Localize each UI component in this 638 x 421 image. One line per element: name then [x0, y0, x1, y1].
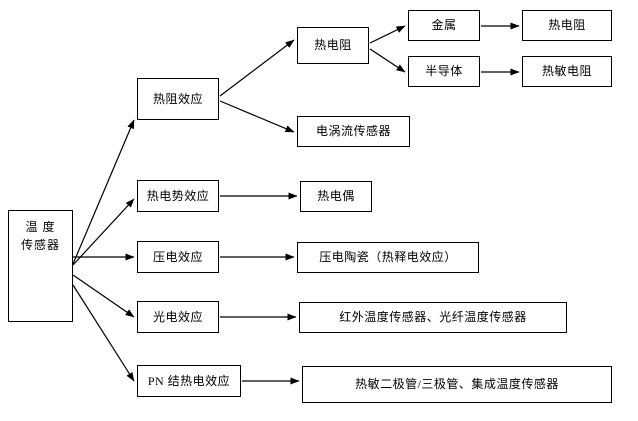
node-label: 热敏二极管/三极管、集成温度传感器 [355, 377, 559, 392]
node-photoelectric-effect[interactable]: 光电效应 [137, 301, 219, 333]
root-label-line2: 传感器 [20, 238, 60, 252]
node-pn-junction-sensors[interactable]: 热敏二极管/三极管、集成温度传感器 [302, 366, 612, 403]
edge-rtd-to-semiconductor [369, 48, 406, 73]
edge-root-to-thermoelectric-potential-effect [72, 198, 135, 266]
node-label: 电涡流传感器 [315, 124, 391, 139]
node-label: 热电偶 [317, 189, 355, 204]
node-thermal-resistance-effect[interactable]: 热阻效应 [137, 78, 219, 120]
edge-root-to-photoelectric-effect [72, 274, 135, 318]
node-label: 金属 [431, 18, 457, 33]
node-pn-junction-thermoelectric-effect[interactable]: PN 结热电效应 [137, 365, 241, 397]
node-temperature-sensor-root[interactable]: 温 度 传感器 [8, 210, 73, 322]
node-semiconductor[interactable]: 半导体 [408, 56, 480, 87]
node-label: 热电阻 [314, 38, 352, 53]
node-label: 压电陶瓷（热释电效应） [319, 250, 457, 265]
node-label: 红外温度传感器、光纤温度传感器 [339, 310, 527, 325]
node-label: 热电阻 [548, 18, 586, 33]
node-metal[interactable]: 金属 [408, 10, 480, 41]
node-thermoelectric-potential-effect[interactable]: 热电势效应 [137, 180, 219, 212]
edge-root-to-thermal-resistance-effect [72, 119, 135, 265]
edge-thermal-resistance-to-rtd [219, 39, 295, 97]
node-label: 半导体 [425, 64, 463, 79]
node-label: PN 结热电效应 [147, 373, 231, 388]
node-thermistor[interactable]: 热敏电阻 [522, 56, 612, 87]
node-label: 热电势效应 [146, 188, 210, 203]
edge-root-to-pn-junction-effect [72, 284, 135, 382]
node-label: 热敏电阻 [541, 64, 592, 79]
node-rtd-metal-type[interactable]: 热电阻 [522, 10, 612, 41]
node-eddy-current-sensor[interactable]: 电涡流传感器 [297, 116, 410, 147]
edge-thermal-resistance-to-eddy-current-sensor [219, 100, 295, 133]
node-optical-temperature-sensors[interactable]: 红外温度传感器、光纤温度传感器 [299, 302, 567, 333]
node-label: 光电效应 [152, 309, 203, 324]
node-thermocouple[interactable]: 热电偶 [300, 181, 372, 212]
node-piezoelectric-ceramic[interactable]: 压电陶瓷（热释电效应） [297, 242, 479, 273]
root-label-line1: 温 度 [25, 220, 56, 234]
node-label: 压电效应 [152, 249, 203, 264]
node-rtd[interactable]: 热电阻 [297, 27, 369, 64]
node-label: 热阻效应 [152, 91, 203, 106]
node-piezoelectric-effect[interactable]: 压电效应 [137, 241, 219, 273]
edge-rtd-to-metal [369, 25, 406, 44]
